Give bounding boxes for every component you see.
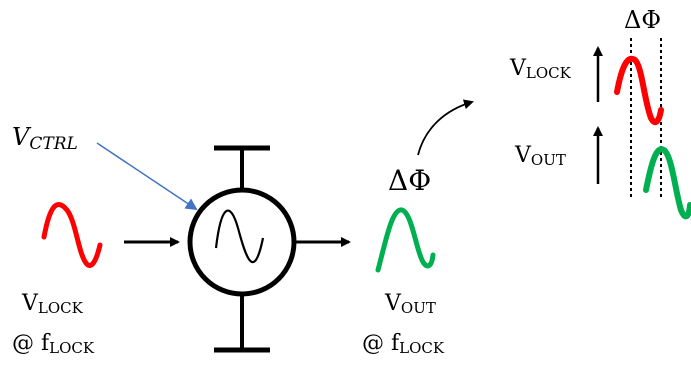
vout-output-wave (375, 207, 436, 273)
vout-output-freq-label: @ fLOCK (362, 331, 445, 357)
vout-output-label: VOUT (384, 291, 436, 317)
vlock-input-freq-label: @ fLOCK (12, 331, 95, 357)
vctrl-arrow (96, 142, 198, 211)
inset-vout-label: VOUT (514, 143, 566, 169)
vctrl-label: VCTRL (12, 123, 78, 154)
oscillator-block (187, 145, 297, 353)
inset-vout-wave (643, 146, 691, 220)
inset-delta-phi-label: ΔΦ (624, 6, 661, 34)
inset-vlock-wave (614, 55, 664, 126)
delta-phi-label: ΔΦ (388, 164, 431, 197)
vlock-input-label: VLOCK (21, 291, 84, 317)
curved-arrow (417, 99, 474, 156)
vlock-input-wave (41, 202, 103, 269)
inset-vlock-label: VLOCK (509, 56, 572, 82)
